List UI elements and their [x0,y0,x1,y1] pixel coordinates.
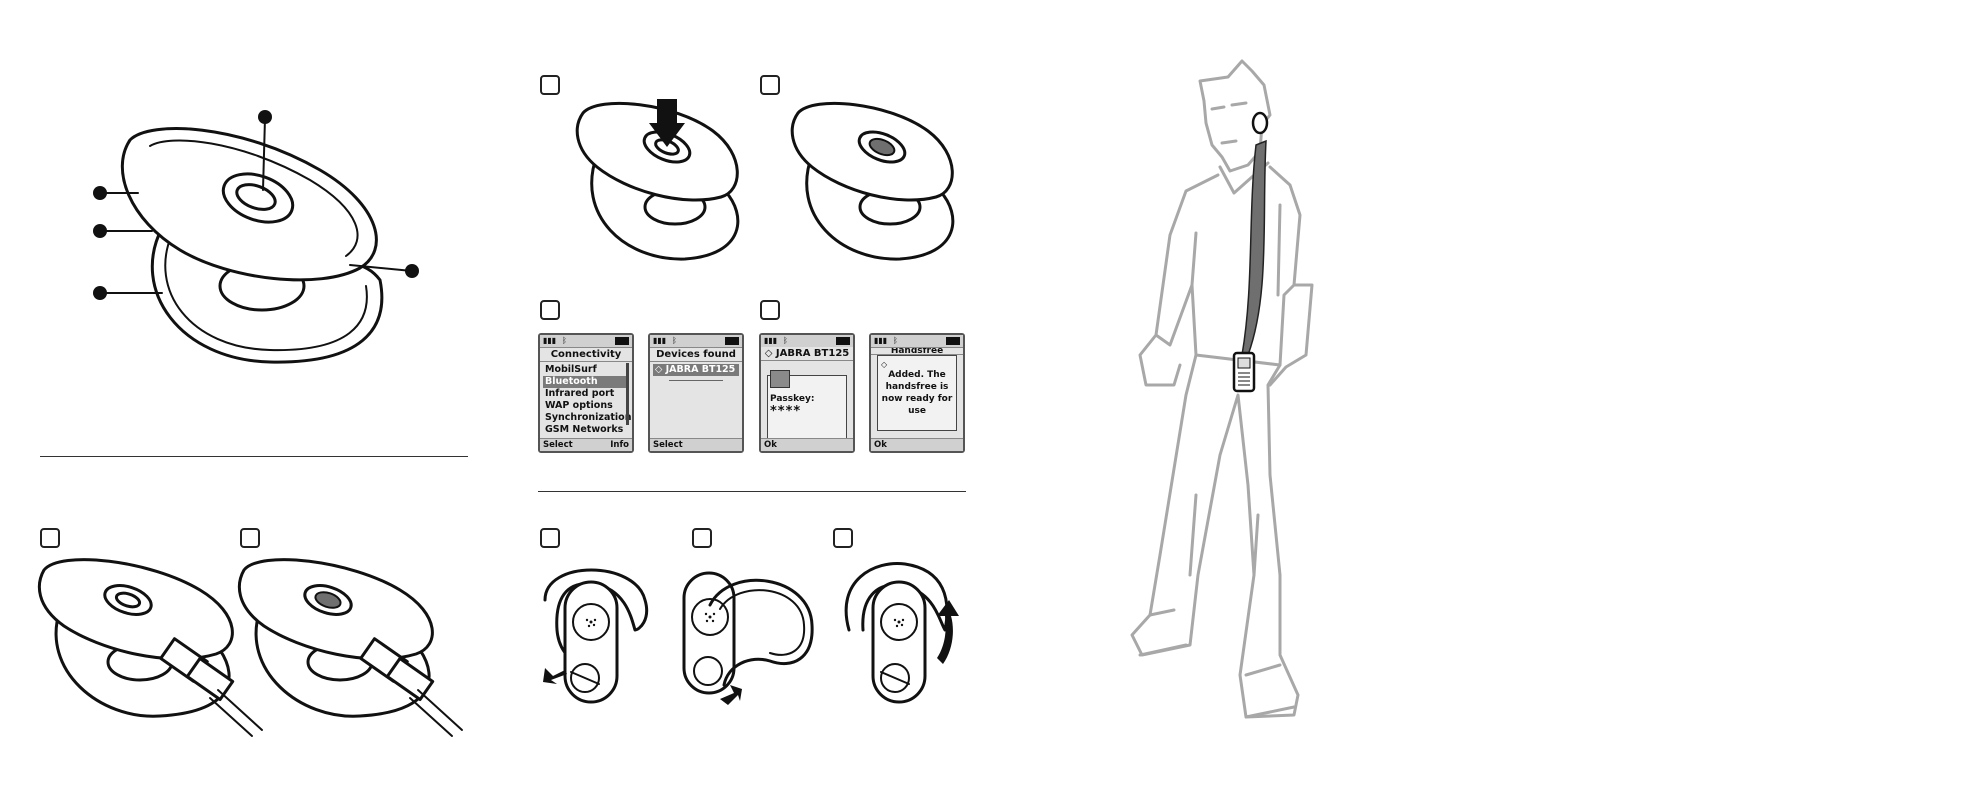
softkey-info[interactable]: Info [610,440,629,450]
rotate-arrow-icon [937,600,959,664]
screen-title: Connectivity [540,348,632,362]
menu-item[interactable]: GSM Networks [545,424,624,435]
device-icon: ◇ [655,364,666,375]
ear-hook-step-2 [682,571,814,705]
softkey-select[interactable]: Select [653,440,683,450]
status-bar: ▮▮▮ ᛒ [540,335,632,348]
lock-icon [770,370,790,388]
list-separator [669,380,723,381]
softkey-bar: Ok [761,438,853,451]
screen-title: Devices found [650,348,742,362]
device-icon: ◇ [764,348,776,359]
headset-charging-illustration [37,558,263,737]
bluetooth-icon: ᛒ [672,336,677,345]
step-checkbox[interactable] [540,75,560,95]
step-checkbox[interactable] [833,528,853,548]
softkey-bar: Select [650,438,742,451]
headset-icon [1251,111,1269,135]
callout-dot [93,286,107,300]
step-checkbox[interactable] [240,528,260,548]
bluetooth-icon: ᛒ [783,336,788,345]
callout-dot [93,224,107,238]
battery-icon [946,337,960,345]
ear-hook-step-1 [543,568,649,704]
status-bar: ▮▮▮ ᛒ [761,335,853,347]
person-illustration [1130,59,1314,719]
headset-press-button-illustration [575,99,740,261]
signal-icon: ▮▮▮ [543,336,557,345]
signal-icon: ▮▮▮ [874,336,888,345]
softkey-bar: Ok [871,438,963,451]
callout-dot [258,110,272,124]
bluetooth-beam [1241,139,1267,356]
callout-dot [405,264,419,278]
device-list: ◇ JABRA BT125 [650,362,742,383]
menu-item[interactable]: Infrared port [545,388,615,399]
passkey-input[interactable]: **** [770,404,802,419]
phone-screen-passkey: ▮▮▮ ᛒ ◇ JABRA BT125 Passkey: **** Ok [759,333,855,453]
step-checkbox[interactable] [40,528,60,548]
phone-icon [1232,351,1256,393]
callout-dot [93,186,107,200]
bluetooth-icon: ᛒ [562,336,567,345]
scrollbar[interactable] [626,363,629,425]
step-checkbox[interactable] [540,528,560,548]
softkey-bar: Select Info [540,438,632,451]
battery-icon [615,337,629,345]
softkey-ok[interactable]: Ok [764,440,777,450]
divider [538,491,966,492]
menu-list: MobilSurf Bluetooth Infrared port WAP op… [540,362,632,438]
menu-item[interactable]: MobilSurf [545,364,597,375]
signal-icon: ▮▮▮ [764,336,778,345]
passkey-dialog: Passkey: **** [767,370,847,441]
divider [40,456,468,457]
menu-item[interactable]: WAP options [545,400,613,411]
phone-screen-connectivity: ▮▮▮ ᛒ Connectivity MobilSurf Bluetooth I… [538,333,634,453]
screen-title: ◇ JABRA BT125 [761,347,853,361]
battery-icon [836,337,850,345]
arrow-icon [543,668,567,684]
screen-title: Handsfree [871,348,963,355]
device-item[interactable]: ◇ JABRA BT125 [653,364,739,376]
battery-icon [725,337,739,345]
status-bar: ▮▮▮ ᛒ [871,335,963,348]
headset-diagram [93,110,419,364]
step-checkbox[interactable] [540,300,560,320]
signal-icon: ▮▮▮ [653,336,667,345]
headset-pairing-mode-illustration [790,101,955,261]
passkey-label: Passkey: [770,394,815,404]
arrow-icon [720,685,742,705]
status-bar: ▮▮▮ ᛒ [650,335,742,348]
softkey-select[interactable]: Select [543,440,573,450]
softkey-ok[interactable]: Ok [874,440,887,450]
phone-screen-devices-found: ▮▮▮ ᛒ Devices found ◇ JABRA BT125 Select [648,333,744,453]
phone-screen-handsfree: ▮▮▮ ᛒ Handsfree ◇ Added. The handsfree i… [869,333,965,453]
menu-item[interactable]: Synchronization [545,412,632,423]
confirmation-dialog: ◇ Added. The handsfree is now ready for … [877,355,957,431]
confirmation-message: Added. The handsfree is now ready for us… [881,370,953,416]
ear-hook-step-3 [844,562,959,704]
step-checkbox[interactable] [692,528,712,548]
bluetooth-icon: ᛒ [893,336,898,345]
headset-charging-complete-illustration [237,558,463,737]
press-arrow-icon [649,99,685,147]
step-checkbox[interactable] [760,75,780,95]
device-icon: ◇ [881,360,888,369]
menu-item-selected[interactable]: Bluetooth [543,376,629,388]
step-checkbox[interactable] [760,300,780,320]
